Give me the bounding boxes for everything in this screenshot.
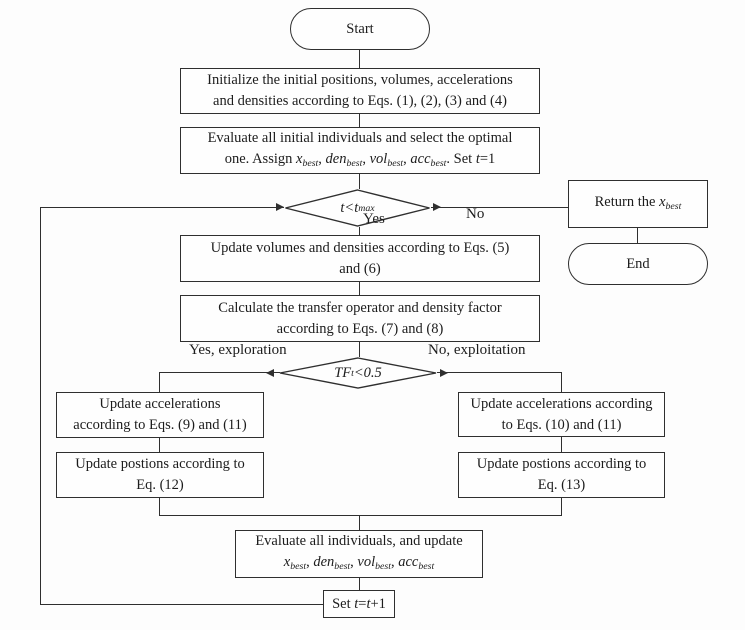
connector-no-branch-horizontal	[437, 372, 562, 374]
right-accelerations-process: Update accelerations according to Eqs. (…	[458, 392, 665, 437]
initialize-line2: and densities according to Eqs. (1), (2)…	[213, 93, 507, 109]
edge-label-yes-exploration: Yes, exploration	[189, 342, 287, 358]
connector-volumes-calculate	[359, 282, 361, 295]
end-terminator: End	[568, 243, 708, 285]
connector-no-branch-down	[561, 373, 563, 392]
left-positions-process: Update postions according to Eq. (12)	[56, 452, 264, 498]
set-increment-process: Set t=t+1	[323, 590, 395, 618]
evaluate-update-line1: Evaluate all individuals, and update	[255, 533, 463, 550]
connector-right-pos-join	[561, 498, 563, 516]
connector-evaluateupdate-set	[359, 578, 361, 590]
left-accelerations-line1: Update accelerations	[99, 396, 221, 412]
connector-loopback-top	[40, 207, 284, 209]
arrowhead-no-exploitation-icon	[440, 369, 448, 377]
evaluate-update-process: Evaluate all individuals, and update xbe…	[235, 530, 483, 578]
connector-start-initialize	[359, 50, 361, 68]
connector-loopdecision-volumes	[359, 227, 361, 235]
calculate-transfer-line1: Calculate the transfer operator and dens…	[218, 299, 502, 316]
edge-label-no: No	[466, 206, 485, 222]
connector-join-evaluateupdate	[359, 515, 361, 530]
loop-decision-diamond	[285, 189, 430, 227]
connector-left-acc-pos	[159, 438, 161, 452]
connector-branch-join	[159, 515, 562, 517]
update-volumes-line1: Update volumes and densities according t…	[210, 239, 510, 256]
left-positions-line1: Update postions according to	[75, 456, 245, 472]
right-positions-line2: Eq. (13)	[537, 477, 586, 493]
left-accelerations-line2: according to Eqs. (9) and (11)	[73, 417, 247, 433]
right-positions-line1: Update postions according to	[476, 456, 647, 472]
connector-left-pos-join	[159, 498, 161, 516]
connector-calculate-tfdecision	[359, 342, 361, 357]
arrowhead-no-branch-icon	[433, 203, 441, 211]
edge-label-no-exploitation: No, exploitation	[428, 342, 526, 358]
return-best-label: Return the xbest	[594, 193, 682, 212]
right-accelerations-line1: Update accelerations according	[470, 395, 653, 412]
connector-right-acc-pos	[561, 437, 563, 452]
set-increment-label: Set t=t+1	[332, 595, 386, 612]
connector-evaluate-loopdecision	[359, 174, 361, 189]
edge-label-yes: Yes	[363, 211, 385, 227]
evaluate-update-line2: xbest, denbest, volbest, accbest	[283, 554, 435, 572]
evaluate-initial-line1: Evaluate all initial individuals and sel…	[207, 129, 513, 146]
update-volumes-line2: and (6)	[339, 260, 381, 277]
start-terminator: Start	[290, 8, 430, 50]
return-best-process: Return the xbest	[568, 180, 708, 228]
arrowhead-loopback-into-decision-icon	[276, 203, 284, 211]
connector-loopback-bottom	[40, 604, 323, 606]
right-accelerations-line2: to Eqs. (10) and (11)	[501, 416, 622, 433]
tf-decision-diamond	[279, 357, 437, 389]
left-accelerations-process: Update accelerations according to Eqs. (…	[56, 392, 264, 438]
calculate-transfer-line2: according to Eqs. (7) and (8)	[276, 320, 444, 337]
initialize-line1: Initialize the initial positions, volume…	[207, 72, 513, 88]
evaluate-initial-line2: one. Assign xbest, denbest, volbest, acc…	[224, 150, 496, 169]
connector-initialize-evaluate	[359, 114, 361, 127]
connector-yes-branch-horizontal	[159, 372, 280, 374]
connector-no-to-return	[431, 207, 568, 209]
update-volumes-process: Update volumes and densities according t…	[180, 235, 540, 282]
start-label: Start	[346, 20, 374, 37]
arrowhead-yes-exploration-icon	[266, 369, 274, 377]
connector-loopback-vertical	[40, 207, 42, 605]
connector-return-end	[637, 228, 639, 243]
connector-yes-branch-down	[159, 373, 161, 392]
evaluate-initial-process: Evaluate all initial individuals and sel…	[180, 127, 540, 174]
right-positions-process: Update postions according to Eq. (13)	[458, 452, 665, 498]
initialize-process: Initialize the initial positions, volume…	[180, 68, 540, 114]
end-label: End	[626, 255, 650, 272]
calculate-transfer-process: Calculate the transfer operator and dens…	[180, 295, 540, 342]
left-positions-line2: Eq. (12)	[136, 477, 184, 493]
